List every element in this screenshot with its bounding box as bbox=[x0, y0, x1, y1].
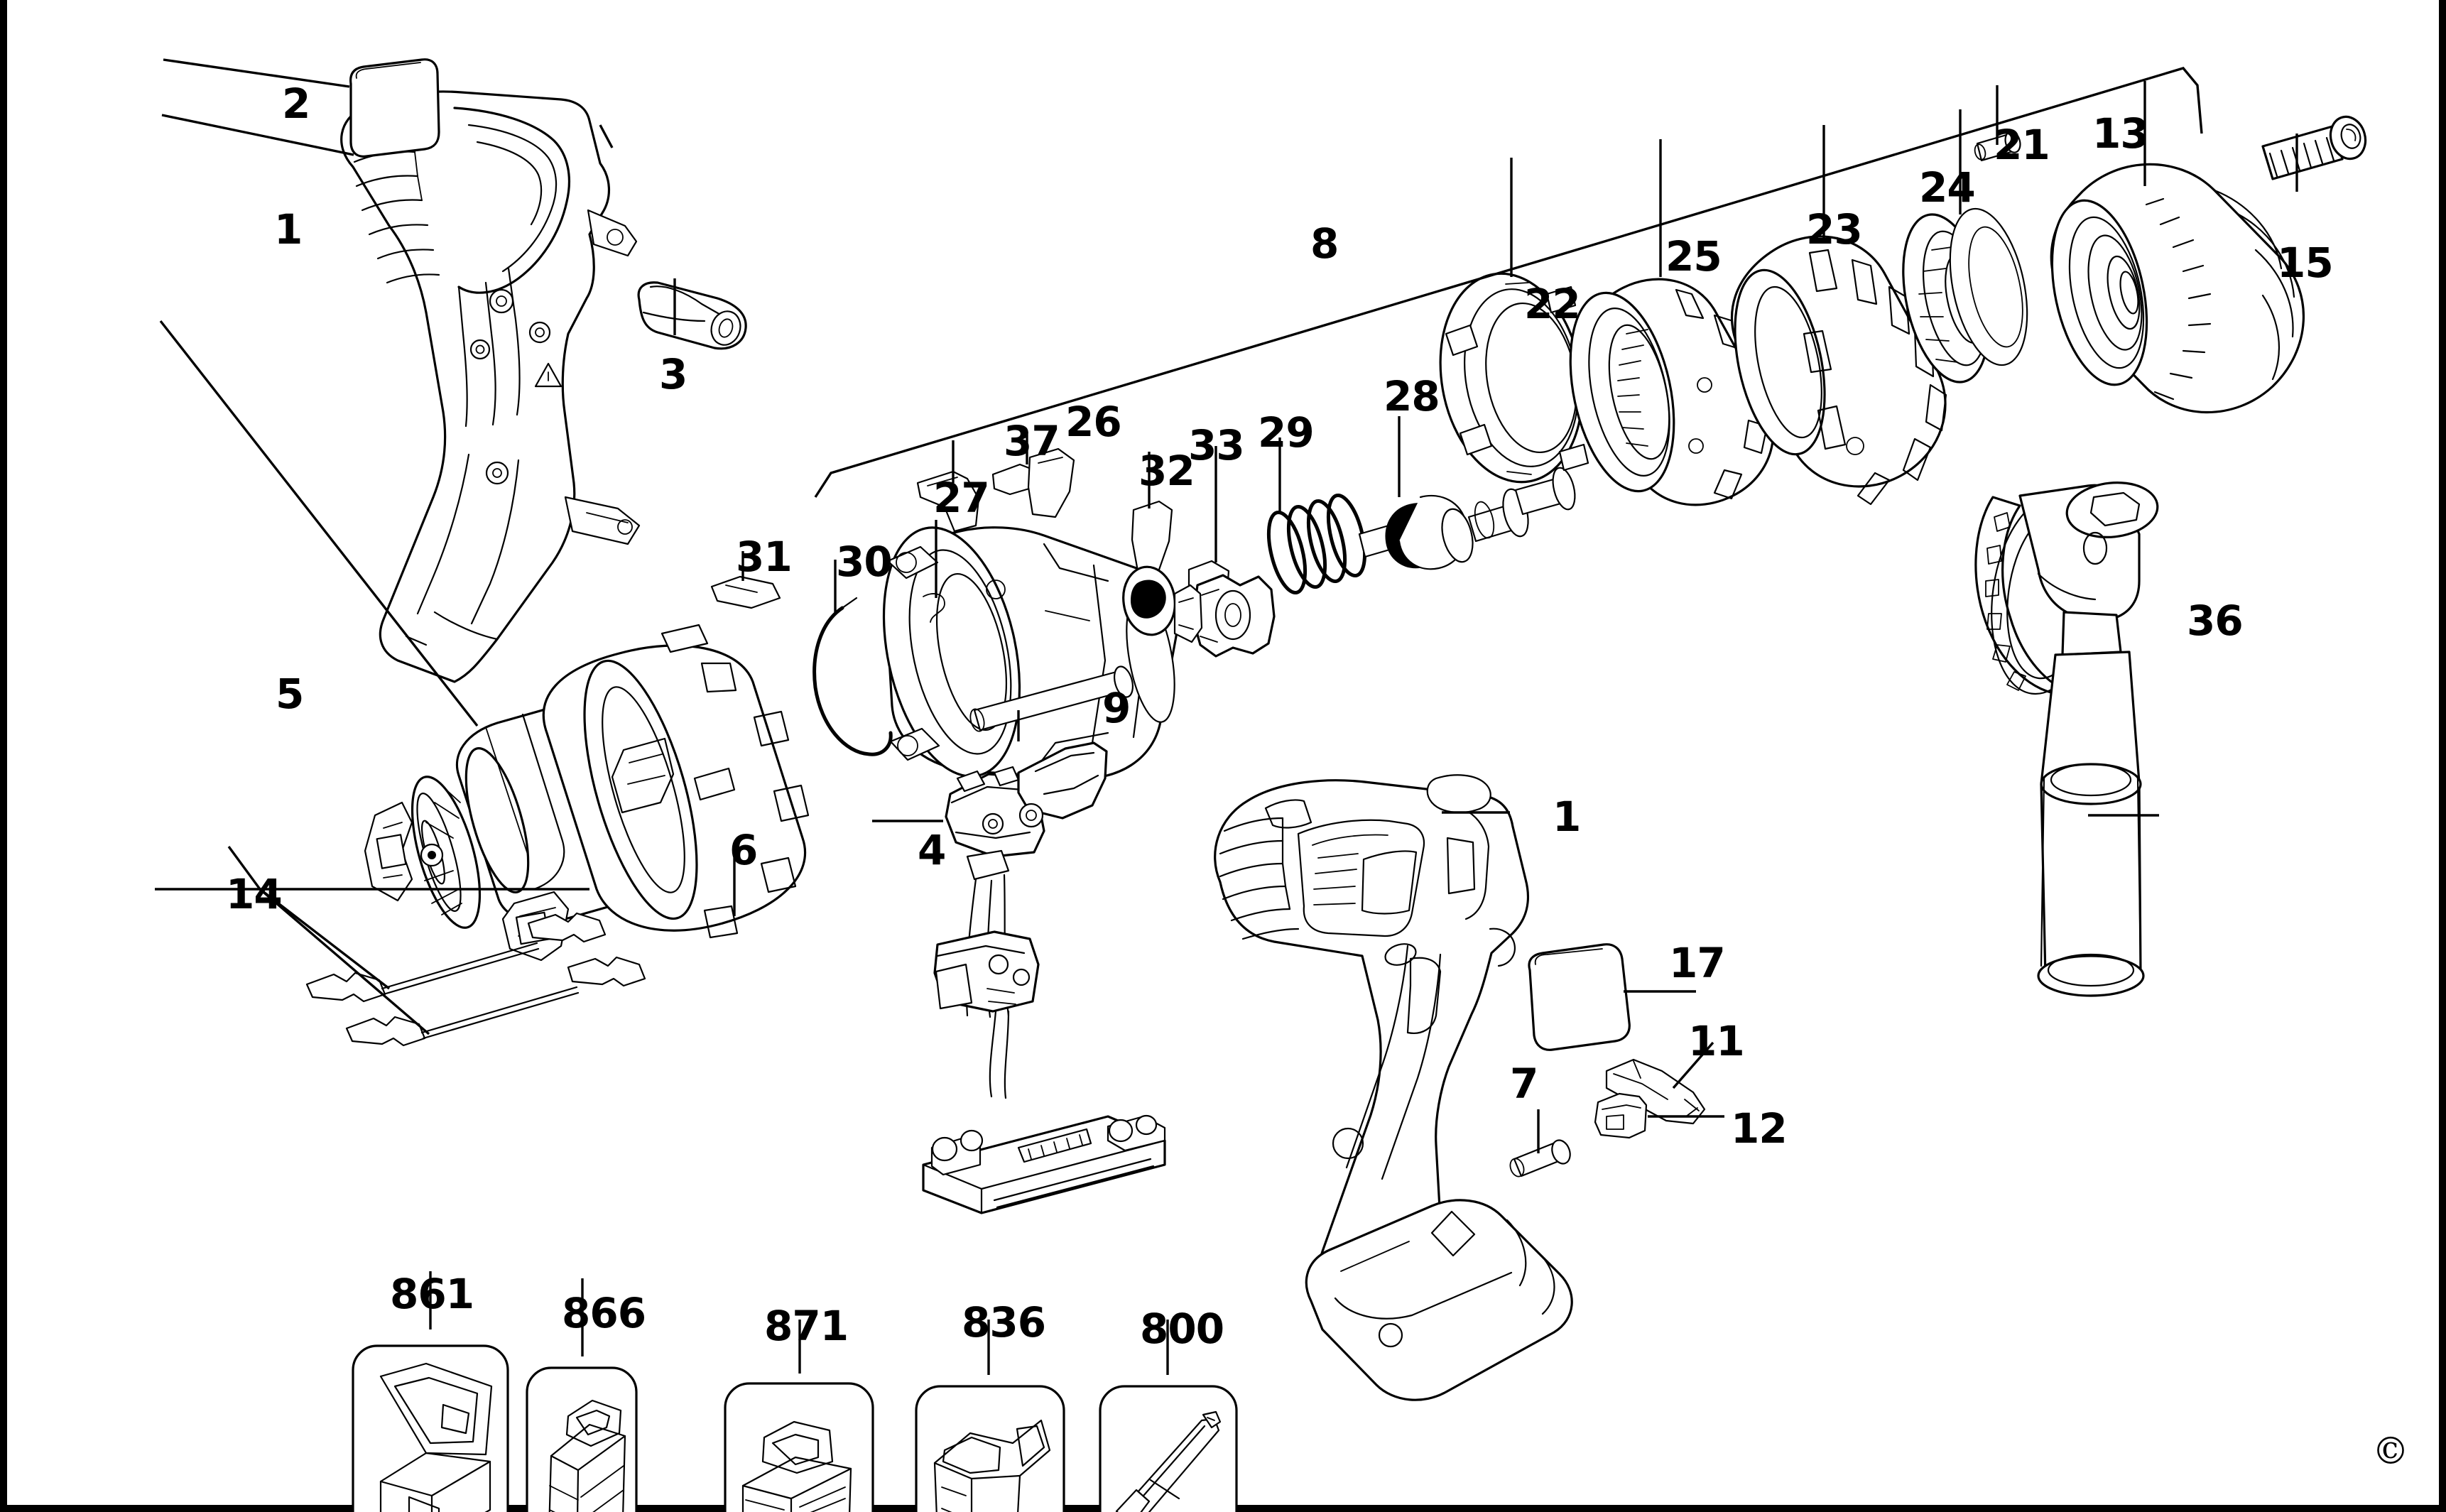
accessory-box-800 bbox=[1099, 1385, 1238, 1512]
part-30-wire-ring bbox=[812, 597, 893, 756]
callout-31-clip: 31 bbox=[736, 533, 793, 581]
copyright-mark: © bbox=[2372, 1430, 2409, 1473]
accessory-box-871 bbox=[724, 1382, 874, 1512]
part-9-screw bbox=[969, 665, 1134, 732]
callout-36-side-handle: 36 bbox=[2187, 597, 2244, 645]
part-26-lever bbox=[991, 447, 1075, 518]
callout-2-nameplate: 2 bbox=[282, 80, 310, 128]
callout-15-chuck-screw: 15 bbox=[2277, 239, 2334, 287]
callout-24-washer-plate: 24 bbox=[1919, 163, 1976, 212]
part-1-housing-right bbox=[1214, 774, 1573, 1401]
callout-9-screw: 9 bbox=[1102, 684, 1131, 732]
callout-30-wire-ring: 30 bbox=[836, 538, 893, 586]
callout-6-motor-housing: 6 bbox=[729, 826, 758, 874]
callout-4-trigger-switch: 4 bbox=[918, 826, 946, 874]
part-25-ring-gear bbox=[1569, 278, 1775, 506]
callout-866-battery-pack: 866 bbox=[562, 1289, 646, 1337]
callout-7-screw: 7 bbox=[1510, 1060, 1538, 1108]
leader-lines bbox=[155, 58, 2298, 1375]
part-21-pin bbox=[1974, 131, 2021, 162]
part-33-clutch-plate bbox=[1173, 560, 1276, 658]
part-4-trigger-switch bbox=[922, 741, 1166, 1214]
callout-29-spring: 29 bbox=[1258, 408, 1315, 457]
callout-25-ring-gear: 25 bbox=[1665, 232, 1722, 281]
callout-3-belt-hook: 3 bbox=[659, 350, 687, 398]
callout-800-accessory: 800 bbox=[1140, 1305, 1224, 1353]
part-15-chuck-screw bbox=[2261, 115, 2367, 180]
callout-21-pin: 21 bbox=[1994, 121, 2050, 169]
part-37-lever bbox=[916, 470, 980, 533]
callout-1-housing-left: 1 bbox=[274, 205, 303, 254]
part-1-housing-left bbox=[340, 90, 641, 683]
callout-13-chuck: 13 bbox=[2092, 109, 2149, 158]
callout-37-lever: 37 bbox=[1004, 417, 1060, 465]
accessory-box-861 bbox=[352, 1344, 509, 1512]
callout-836-charger: 836 bbox=[962, 1298, 1046, 1347]
callout-12-clip: 12 bbox=[1731, 1104, 1788, 1153]
callout-1-housing-right: 1 bbox=[1553, 793, 1581, 841]
part-7-screw bbox=[1509, 1139, 1571, 1177]
callout-27-gearcase: 27 bbox=[933, 474, 990, 522]
callout-5-motor: 5 bbox=[276, 670, 304, 718]
part-12-clip bbox=[1594, 1092, 1648, 1139]
part-31-clip bbox=[710, 575, 781, 609]
part-27-gear-case bbox=[882, 526, 1178, 780]
accessory-box-836 bbox=[915, 1385, 1065, 1512]
callout-23-clutch-ring: 23 bbox=[1806, 205, 1863, 254]
part-29-spring bbox=[1266, 493, 1367, 595]
part-36-side-handle bbox=[1974, 482, 2159, 997]
callout-26-lever: 26 bbox=[1065, 398, 1122, 446]
callout-22-clutch-collar: 22 bbox=[1524, 280, 1581, 328]
part-24-washer-plate bbox=[1902, 207, 2028, 384]
part-17-label bbox=[1528, 943, 1631, 1051]
callout-861-kit-box: 861 bbox=[390, 1270, 474, 1318]
part-13-chuck bbox=[2050, 163, 2305, 414]
callout-32-actuator: 32 bbox=[1138, 447, 1195, 495]
part-6-motor-housing bbox=[542, 624, 810, 939]
part-32-actuator bbox=[1122, 500, 1176, 636]
part-28-pinion-shaft bbox=[1358, 467, 1576, 570]
callout-28-pinion-shaft: 28 bbox=[1384, 372, 1440, 420]
callout-17-label: 17 bbox=[1669, 939, 1726, 987]
part-3-belt-hook bbox=[637, 281, 747, 350]
callout-871-charger: 871 bbox=[764, 1302, 849, 1350]
callout-14-brushes-leads: 14 bbox=[226, 870, 283, 918]
part-23-clutch-ring bbox=[1730, 235, 1947, 506]
part-2-nameplate bbox=[349, 58, 440, 158]
callout-33-clutch-plate: 33 bbox=[1188, 421, 1245, 469]
callout-8-gearbox-assembly: 8 bbox=[1310, 219, 1339, 268]
callout-11-bit-holder: 11 bbox=[1688, 1017, 1745, 1065]
part-8-assembly-bracket bbox=[814, 67, 2203, 498]
accessory-box-866 bbox=[526, 1366, 638, 1512]
